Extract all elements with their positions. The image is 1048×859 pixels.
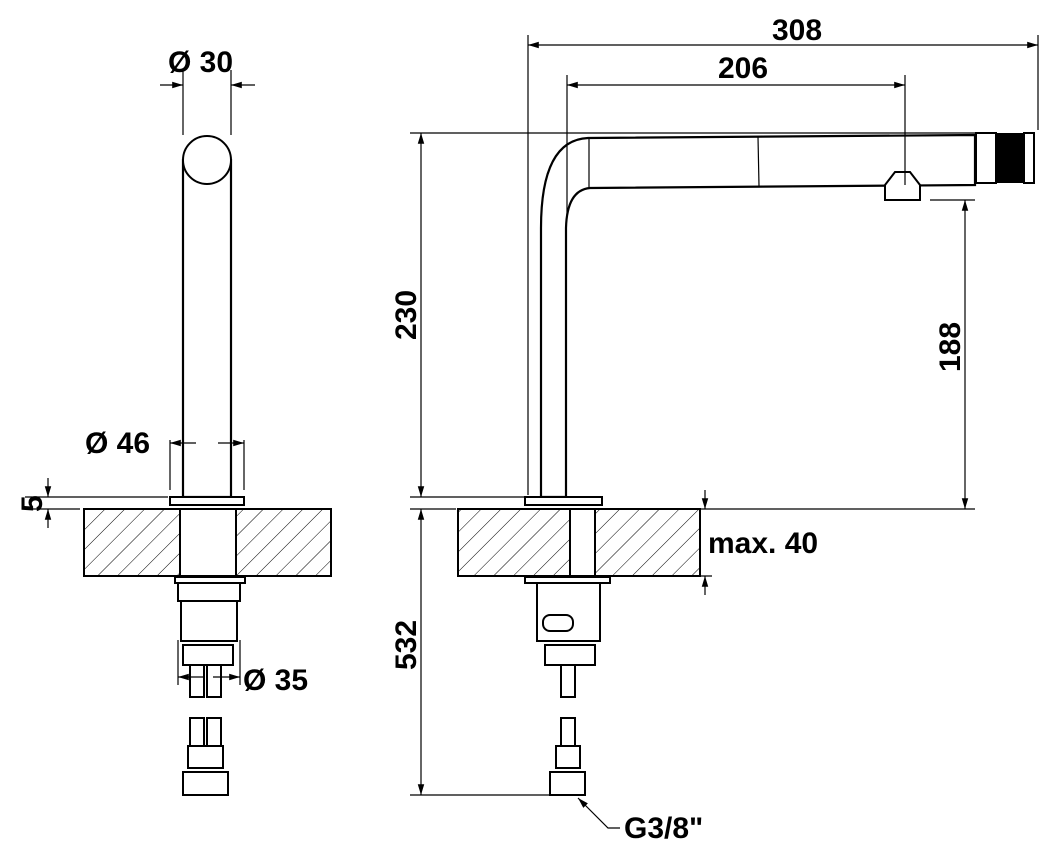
dim-total-length: 308 <box>772 14 822 47</box>
aerator <box>996 133 1024 183</box>
shank-body <box>180 600 238 642</box>
nut-body <box>177 582 241 602</box>
connector-hex <box>549 771 586 796</box>
clip <box>542 614 574 632</box>
connector-pipe <box>206 717 222 747</box>
front-view: 308 206 230 188 max. 40 532 G3/8" <box>390 14 1039 845</box>
dim-max-counter-thickness: max. 40 <box>708 527 818 560</box>
faucet-spout <box>539 133 977 499</box>
hose-pipe <box>189 664 205 698</box>
faucet-spout-end <box>182 135 232 185</box>
faucet-body <box>181 158 233 499</box>
dim-total-height: 230 <box>390 290 423 340</box>
connector-nut <box>555 745 581 769</box>
hose-fitting <box>544 644 596 666</box>
connector-nut <box>187 745 224 769</box>
base-flange <box>169 496 245 506</box>
nozzle <box>975 132 997 184</box>
shank-body <box>536 582 601 642</box>
faucet-shank <box>179 508 237 577</box>
hose-pipe <box>560 664 576 698</box>
dim-spout-clearance: 188 <box>934 322 967 372</box>
connector-pipe <box>189 717 205 747</box>
base-flange <box>524 496 603 506</box>
dim-shank-diameter: Ø 35 <box>243 664 308 697</box>
spray-head <box>884 171 921 201</box>
dim-spout-reach: 206 <box>718 52 768 85</box>
hose-pipe <box>206 664 222 698</box>
faucet-shank <box>569 508 596 577</box>
side-view: Ø 30 Ø 46 5 Ø 35 <box>16 46 332 796</box>
label-connection-thread: G3/8" <box>624 812 703 845</box>
connector-pipe <box>560 717 576 747</box>
dim-spout-diameter: Ø 30 <box>168 46 233 79</box>
hose-fitting <box>182 644 234 666</box>
dim-hose-length: 532 <box>390 620 423 670</box>
dim-flange-height: 5 <box>16 495 49 512</box>
dim-base-diameter: Ø 46 <box>85 427 150 460</box>
connector-hex <box>182 771 229 796</box>
